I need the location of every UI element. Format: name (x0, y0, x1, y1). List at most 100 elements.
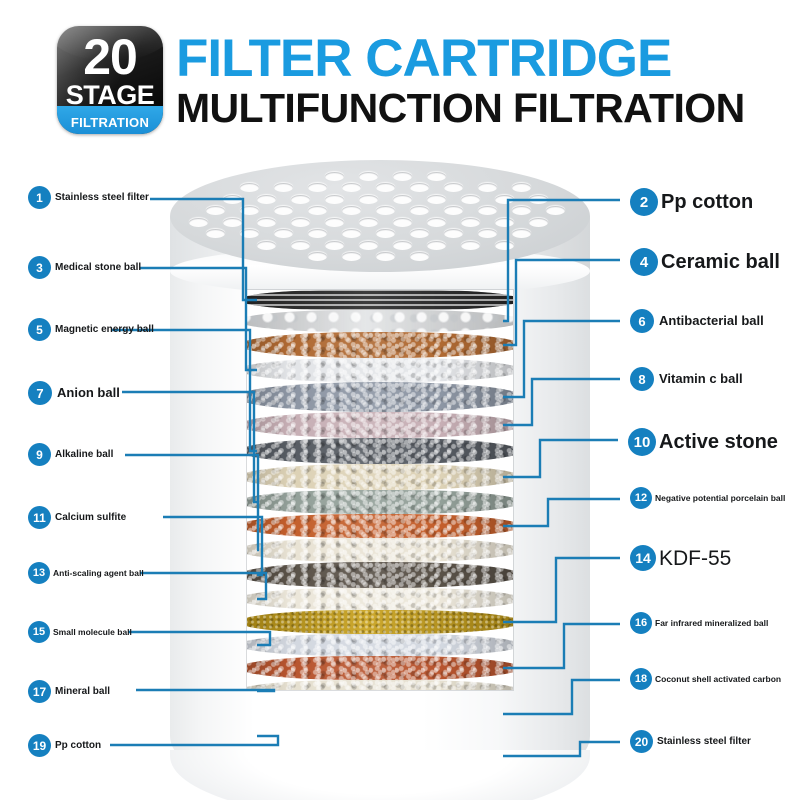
cap-hole (324, 217, 344, 227)
cap-hole (511, 229, 531, 238)
cap-hole (256, 217, 276, 227)
callout-label: Anion ball (57, 385, 120, 400)
cap-hole (324, 240, 344, 250)
cap-hole (528, 217, 548, 227)
callout-label: Negative potential porcelain ball (655, 493, 786, 503)
callout-label: Vitamin c ball (659, 371, 743, 386)
cap-hole (443, 183, 463, 192)
callout-11[interactable]: 11 Calcium sulfite (28, 506, 126, 529)
page-title: FILTER CARTRIDGE (176, 29, 672, 88)
cap-hole (290, 240, 310, 250)
cap-hole (273, 206, 293, 215)
callout-number-badge: 1 (28, 186, 51, 209)
cap-hole (375, 183, 395, 192)
callout-label: Stainless steel filter (657, 736, 751, 747)
perforated-top-cap (170, 160, 590, 272)
cap-hole (273, 183, 293, 192)
callout-label: Active stone (659, 431, 778, 453)
media-layer (247, 464, 513, 490)
cap-hole (409, 252, 429, 261)
media-layer (247, 538, 513, 562)
cap-hole (460, 217, 480, 227)
cap-hole (392, 217, 412, 227)
cap-hole (477, 229, 497, 238)
cap-hole (273, 229, 293, 238)
cartridge-bottom-cap (170, 750, 590, 800)
media-layer (247, 310, 513, 332)
media-layer (247, 490, 513, 514)
callout-8[interactable]: 8 Vitamin c ball (630, 367, 743, 391)
cap-hole (307, 229, 327, 238)
cap-hole (494, 194, 514, 204)
cap-hole (426, 240, 446, 250)
cap-hole (307, 183, 327, 192)
cap-hole (256, 240, 276, 250)
callout-number-badge: 6 (630, 309, 654, 333)
cap-hole (239, 206, 259, 215)
cap-hole (324, 171, 344, 181)
media-layer (247, 358, 513, 382)
callout-label: Pp cotton (55, 740, 102, 751)
callout-number-badge: 11 (28, 506, 51, 529)
cutaway-media-window (247, 290, 513, 690)
media-layer (247, 680, 513, 690)
cap-hole (290, 194, 310, 204)
cap-hole (426, 171, 446, 181)
callout-number-badge: 8 (630, 367, 654, 391)
media-layer (247, 412, 513, 438)
cap-hole (358, 171, 378, 181)
cap-hole (341, 206, 361, 215)
cap-hole (375, 229, 395, 238)
media-layer (247, 562, 513, 588)
cap-hole (375, 252, 395, 261)
cap-hole (392, 240, 412, 250)
media-layer (247, 382, 513, 412)
cap-hole (409, 206, 429, 215)
media-layer (247, 332, 513, 358)
cap-hole (477, 183, 497, 192)
callout-number-badge: 2 (630, 188, 658, 216)
header: 20 STAGE FILTRATION FILTER CARTRIDGE MUL… (0, 0, 800, 150)
callout-number-badge: 14 (630, 545, 656, 571)
cap-hole (477, 206, 497, 215)
cap-hole (443, 229, 463, 238)
callout-20[interactable]: 20 Stainless steel filter (630, 730, 751, 753)
callout-number-badge: 15 (28, 621, 50, 643)
callout-label: Pp cotton (661, 191, 754, 213)
media-layer (247, 634, 513, 656)
callout-number-badge: 4 (630, 248, 658, 276)
filter-cartridge-illustration (150, 160, 610, 800)
cap-hole (426, 217, 446, 227)
logo-stage-word: STAGE (65, 80, 155, 110)
cap-hole (358, 217, 378, 227)
cap-hole (341, 252, 361, 261)
media-layer (247, 656, 513, 680)
media-layer (247, 514, 513, 538)
cap-hole (494, 217, 514, 227)
cap-hole (392, 194, 412, 204)
logo-stage-number: 20 (83, 29, 138, 85)
cap-hole (511, 183, 531, 192)
callout-number-badge: 20 (630, 730, 653, 753)
cap-hole (375, 206, 395, 215)
callout-label: Calcium sulfite (55, 512, 127, 523)
cap-hole (205, 206, 225, 215)
callout-number-badge: 18 (630, 668, 652, 690)
